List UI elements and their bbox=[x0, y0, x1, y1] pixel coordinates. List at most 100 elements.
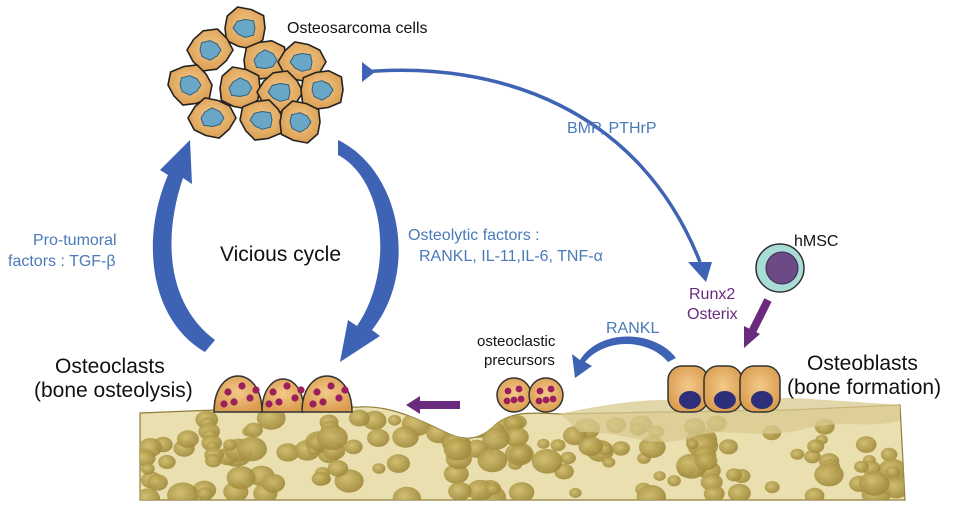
osteoblasts-label-line1: Osteoblasts bbox=[807, 352, 918, 375]
bone-spot bbox=[140, 488, 161, 500]
osteoclast-cell bbox=[301, 375, 353, 413]
osteosarcoma-cell bbox=[239, 99, 285, 141]
precursor-membrane bbox=[528, 377, 564, 413]
bone-spot bbox=[176, 430, 199, 448]
bone-spot bbox=[880, 447, 898, 462]
bone-spot bbox=[636, 485, 666, 500]
osteoblast-nucleus bbox=[713, 391, 736, 409]
bone-spot bbox=[504, 427, 529, 447]
precursor-granule bbox=[503, 397, 511, 405]
cell-nucleus bbox=[228, 77, 253, 97]
osteolytic-arrow bbox=[338, 140, 399, 362]
osteosarcoma-cells-label: Osteosarcoma cells bbox=[287, 20, 428, 37]
bone-spot bbox=[223, 439, 238, 451]
precursor-granule bbox=[535, 397, 543, 405]
bone-spot bbox=[388, 415, 402, 426]
osteoblast-nucleus bbox=[679, 391, 701, 409]
bone-spot bbox=[560, 451, 576, 465]
bone-spot bbox=[804, 449, 821, 464]
precursor-granule bbox=[542, 396, 550, 404]
bone-spot bbox=[804, 487, 825, 500]
osteoclast-cell bbox=[261, 378, 305, 413]
bone-spot bbox=[612, 441, 630, 456]
osteoclast-granule bbox=[283, 382, 291, 390]
bone-tissue bbox=[139, 398, 906, 501]
bone-spot bbox=[443, 463, 469, 484]
osteoclast-granule bbox=[327, 382, 335, 390]
precursor-membrane bbox=[496, 377, 532, 413]
osteoclastic-precursors bbox=[496, 377, 564, 413]
bone-spot bbox=[602, 457, 616, 468]
osteoclasts-label-line1: Osteoclasts bbox=[55, 355, 165, 378]
osteoclast-granule bbox=[224, 388, 232, 396]
bone-spot bbox=[885, 466, 901, 478]
osteoblasts-label-line2: (bone formation) bbox=[787, 376, 942, 399]
osteosarcoma-cell bbox=[277, 41, 327, 83]
bone-spot bbox=[578, 436, 603, 457]
osteoclast-differentiation-arrowhead bbox=[406, 396, 420, 414]
osteoclast-granule bbox=[265, 400, 273, 408]
bone-spot bbox=[140, 463, 155, 475]
hmsc-label: hMSC bbox=[794, 233, 839, 250]
bone-spot bbox=[653, 471, 666, 481]
bone-spot bbox=[638, 436, 666, 458]
bone-spot bbox=[508, 482, 535, 500]
hmsc-nucleus bbox=[765, 251, 799, 285]
bone-spot bbox=[392, 426, 419, 448]
cell-nucleus bbox=[289, 112, 312, 133]
cell-nucleus bbox=[289, 53, 313, 72]
bone-spot bbox=[537, 438, 550, 449]
bone-spot bbox=[276, 443, 300, 462]
bone-spot bbox=[550, 439, 566, 452]
bone-spot bbox=[140, 449, 156, 467]
osteosarcoma-cell bbox=[186, 28, 234, 72]
precursor-cell bbox=[496, 377, 532, 413]
bone-spot bbox=[372, 463, 386, 474]
cell-nucleus bbox=[253, 49, 278, 69]
bone-spot bbox=[226, 466, 256, 490]
osteosarcoma-cell bbox=[279, 100, 321, 144]
bmp-arrow-head bbox=[688, 262, 712, 282]
bmp-arrow-tail bbox=[362, 62, 375, 82]
bone-spot bbox=[147, 474, 168, 491]
protumoral-label-line2: factors : TGF-β bbox=[8, 253, 116, 270]
cell-nucleus bbox=[232, 19, 256, 38]
osteoclast-granule bbox=[309, 400, 317, 408]
precursor-granule bbox=[536, 387, 544, 395]
protumoral-arrow bbox=[152, 140, 215, 352]
bone-spot bbox=[764, 481, 780, 494]
precursor-granule bbox=[517, 395, 525, 403]
bone-spot bbox=[236, 436, 267, 462]
rankl-arrow bbox=[572, 336, 676, 378]
osteoclast-granule bbox=[341, 386, 349, 394]
bone-spot bbox=[167, 482, 199, 500]
bone-spot bbox=[855, 436, 877, 453]
precursor-granule bbox=[510, 396, 518, 404]
precursor-granule bbox=[547, 385, 555, 393]
bone-spot bbox=[477, 448, 508, 473]
osteosarcoma-cell bbox=[300, 70, 344, 110]
osteoclast-granule bbox=[252, 386, 260, 394]
osteoclast-granule bbox=[291, 394, 299, 402]
cell-nucleus bbox=[199, 40, 222, 61]
bone-spot bbox=[158, 455, 176, 469]
vicious-cycle-label: Vicious cycle bbox=[220, 243, 341, 266]
bone-spot bbox=[367, 428, 390, 447]
cell-nucleus bbox=[249, 111, 273, 130]
bone-spot bbox=[694, 452, 718, 471]
bone-spot bbox=[482, 427, 510, 450]
osteoblasts bbox=[667, 365, 781, 413]
bone-spot bbox=[344, 439, 363, 455]
osteoclastic-precursors-label-line1: osteoclastic bbox=[477, 333, 556, 350]
bone-spot bbox=[478, 420, 492, 431]
osteoclast-granule bbox=[275, 398, 283, 406]
hmsc-cell bbox=[755, 243, 805, 293]
osteoclast-body bbox=[301, 375, 353, 413]
cell-nucleus bbox=[267, 83, 291, 102]
osteosarcoma-cell bbox=[224, 6, 266, 50]
bone-spot bbox=[392, 486, 421, 500]
osteoclasts-label-line2: (bone osteolysis) bbox=[34, 379, 193, 402]
bone-spot bbox=[508, 445, 532, 464]
vicious-cycle-arrows bbox=[152, 62, 712, 378]
